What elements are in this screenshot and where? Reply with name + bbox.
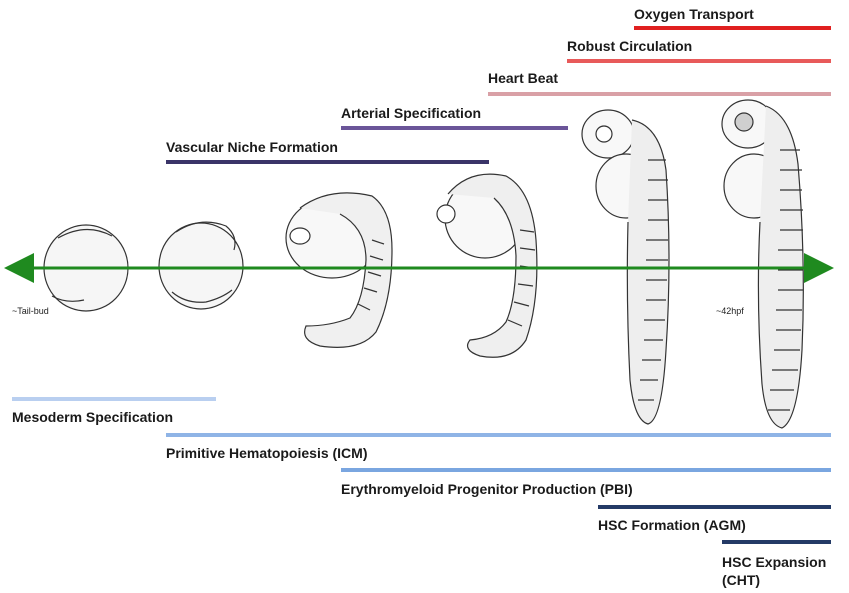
emp-production-label: Erythromyeloid Progenitor Production (PB… <box>341 481 633 498</box>
hsc-expansion-bar <box>722 540 831 544</box>
hsc-formation-label: HSC Formation (AGM) <box>598 517 746 534</box>
mesoderm-specification-label: Mesoderm Specification <box>12 409 173 426</box>
embryo-stage-3 <box>286 193 392 348</box>
hsc-expansion-sublabel: (CHT) <box>722 572 760 589</box>
tail-bud-stage-label: ~Tail-bud <box>12 306 49 316</box>
embryo-stage-4 <box>437 174 537 357</box>
mesoderm-specification-bar <box>12 397 216 401</box>
embryo-stage-2 <box>159 222 243 309</box>
emp-production-bar <box>341 468 831 472</box>
primitive-hematopoiesis-label: Primitive Hematopoiesis (ICM) <box>166 445 368 462</box>
hsc-expansion-label: HSC Expansion <box>722 554 826 571</box>
embryo-stage-6 <box>722 100 803 428</box>
hsc-formation-bar <box>598 505 831 509</box>
42hpf-stage-label: ~42hpf <box>716 306 744 316</box>
primitive-hematopoiesis-bar <box>166 433 831 437</box>
